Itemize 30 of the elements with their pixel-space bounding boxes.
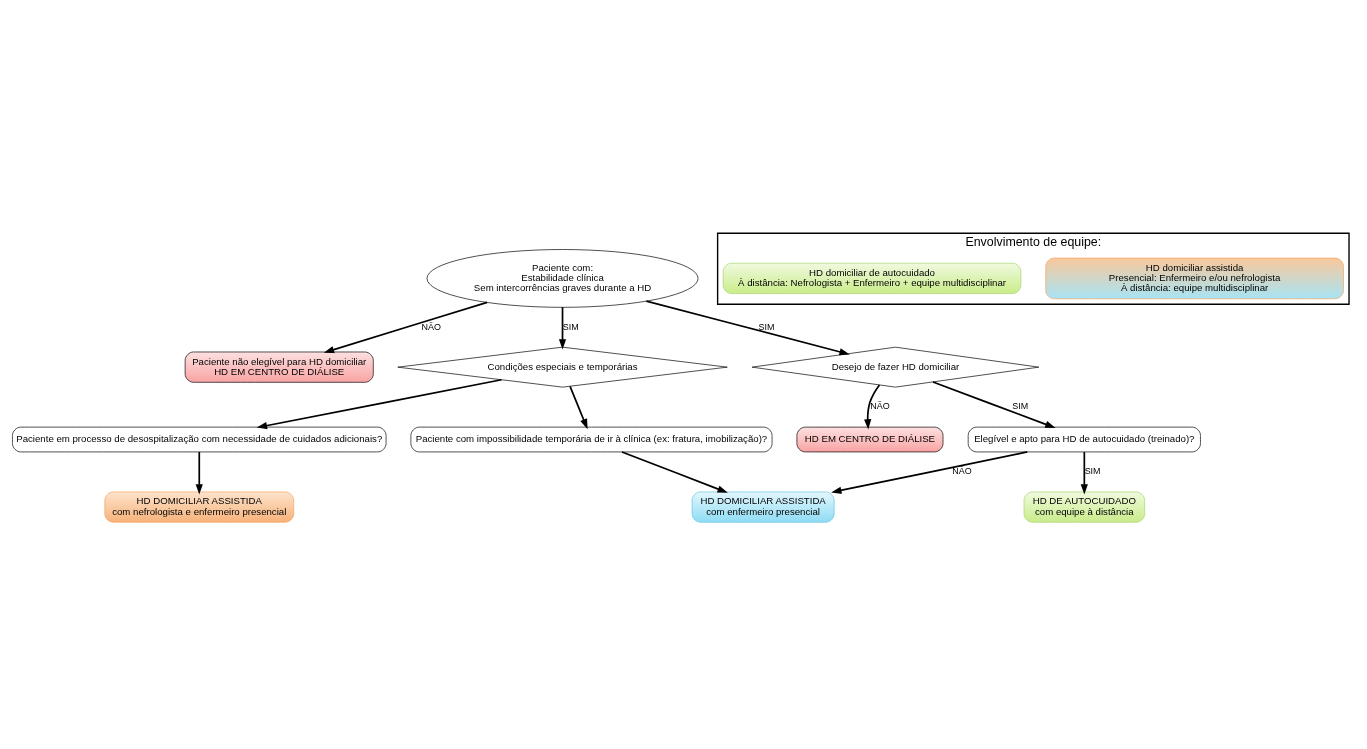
node-box: HD domiciliar de autocuidado À distância: Nefrologista + Enfermeiro + equipe multidisciplinar xyxy=(722,262,1022,294)
node-box: HD DOMICILIAR ASSISTIDA com nefrologista e enfermeiro presencial xyxy=(104,491,295,523)
node-box: Elegível e apto para HD de autocuidado (treinado)? xyxy=(967,426,1201,452)
arrow xyxy=(569,384,588,429)
arrow xyxy=(195,450,203,494)
arrow xyxy=(621,450,728,493)
node-ellipse: Paciente com: Estabilidade clínica Sem intercorrências graves durante a HD xyxy=(426,248,699,308)
node-box: HD DE AUTOCUIDADO com equipe à distância xyxy=(1023,491,1145,523)
node-box: Paciente com impossibilidade temporária de ir à clínica (ex: fratura, imobilização)? xyxy=(410,426,773,452)
arrow xyxy=(831,450,1029,494)
edge-label: SIM xyxy=(1012,400,1029,411)
arrow xyxy=(864,383,881,430)
edge-label: NÃO xyxy=(870,400,890,411)
arrow xyxy=(323,301,489,353)
node-box: Paciente não elegível para HD domiciliar HD EM CENTRO DE DIÁLISE xyxy=(184,351,374,383)
arrow xyxy=(558,305,567,350)
node-box: Paciente em processo de desospitalização com necessidade de cuidados adicionais? xyxy=(12,426,387,452)
edge-label: NÃO xyxy=(952,465,972,476)
edge-label: NÃO xyxy=(421,321,441,332)
node-box: HD DOMICILIAR ASSISTIDA com enfermeiro presencial xyxy=(691,491,835,523)
node-box: HD EM CENTRO DE DIÁLISE xyxy=(796,426,944,452)
node-box: HD domiciliar assistida Presencial: Enfermeiro e/ou nefrologista À distância: equipe multidisciplinar xyxy=(1045,257,1344,299)
edge-label: SIM xyxy=(758,321,775,332)
arrow xyxy=(645,299,850,355)
node-diamond: Condições especiais e temporárias xyxy=(397,346,728,387)
arrow xyxy=(1080,450,1088,494)
arrow xyxy=(256,378,503,429)
edge-label: SIM xyxy=(1084,465,1101,476)
arrow xyxy=(932,380,1056,428)
edge-label: SIM xyxy=(562,321,579,332)
